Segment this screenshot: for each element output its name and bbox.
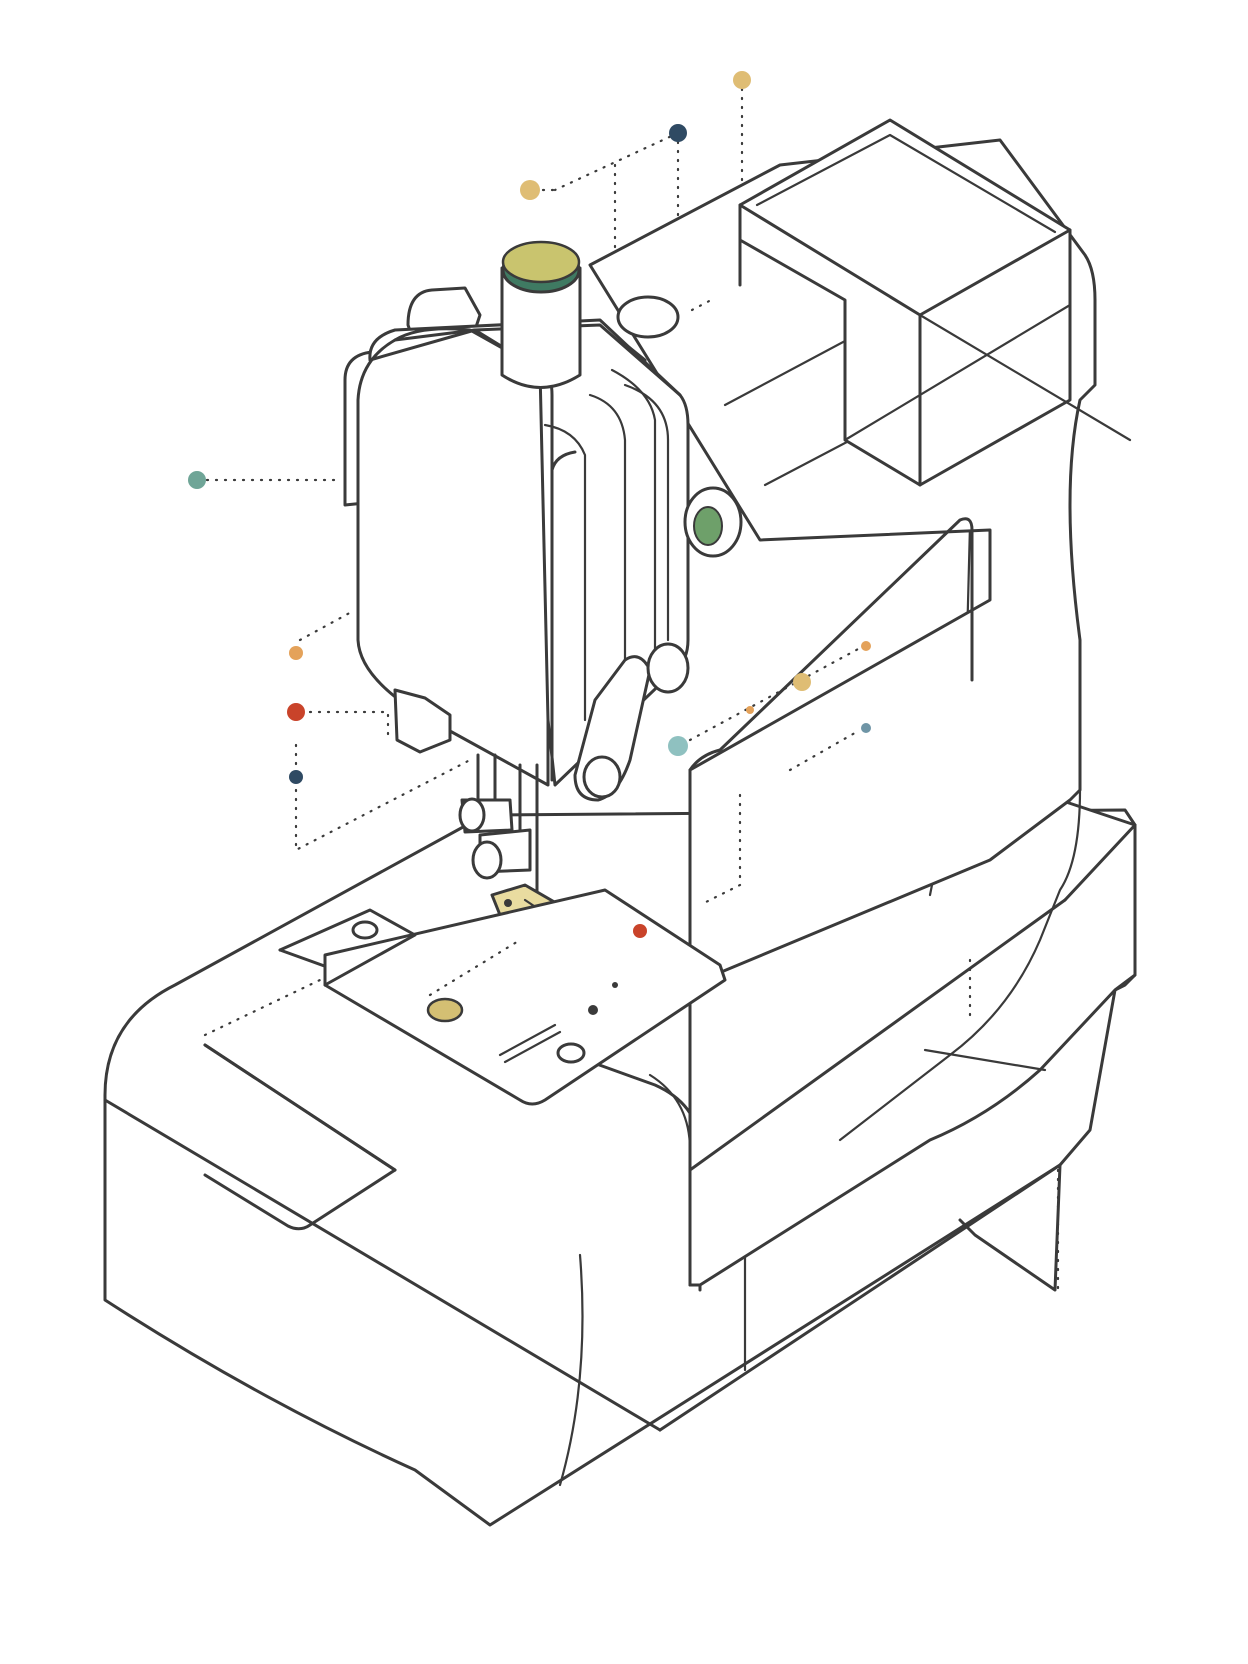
callout-dot-thread-guide-top	[669, 124, 687, 142]
callout-dot-stitch-small-a	[861, 641, 871, 651]
callout-dot-needle-clamp	[289, 770, 303, 784]
callout-dot-spool-top	[733, 71, 751, 89]
callout-dot-arm-marker	[861, 723, 871, 733]
callout-dot-spool-left	[520, 180, 540, 200]
callout-dot-stitch-large	[793, 673, 811, 691]
machine-head	[343, 286, 743, 802]
callout-dot-side-cover	[188, 471, 206, 489]
callout-dot-needle-plate	[633, 924, 647, 938]
needle-plate	[278, 888, 727, 1106]
spool-pin	[500, 240, 582, 389]
callout-markers	[188, 71, 871, 938]
callout-dot-take-up	[668, 736, 688, 756]
callout-dot-tension-dial	[287, 703, 305, 721]
top-cover-box	[738, 118, 1132, 487]
callout-dot-tension-upper	[289, 646, 303, 660]
callout-dot-stitch-small-b	[746, 706, 754, 714]
